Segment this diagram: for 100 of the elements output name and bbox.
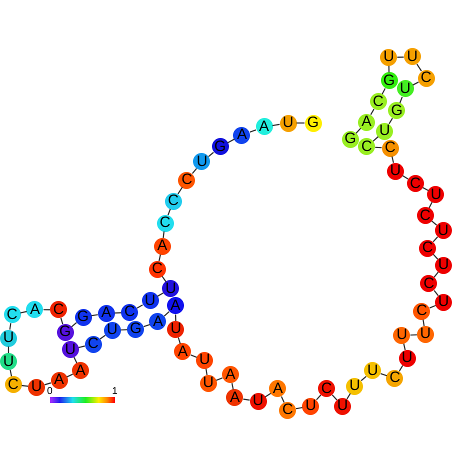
backbone-line [434, 290, 439, 296]
backbone-line [388, 66, 390, 72]
nucleotide-circle: C [50, 301, 67, 318]
nucleotide-circle: C [420, 275, 438, 292]
backbone-line [10, 370, 12, 376]
nucleotide-circle: U [142, 292, 159, 310]
nucleotide-circle: C [156, 214, 174, 232]
nucleotide-circle: A [358, 114, 375, 131]
backbone-line [177, 186, 183, 194]
scale-tick-label: 0 [47, 387, 53, 397]
backbone-line [416, 64, 422, 72]
nucleotide-circle: U [167, 320, 184, 338]
nucleotide-circle: U [62, 341, 79, 358]
nucleotide-circle: C [413, 302, 430, 320]
backbone-line [162, 276, 166, 282]
backbone-line [157, 292, 164, 297]
nucleotide-circle: U [380, 48, 398, 66]
nucleotide-circle: C [406, 175, 424, 192]
nucleotide-circle: U [302, 398, 320, 415]
nucleotide-circle: U [404, 48, 421, 66]
backbone-line [432, 236, 438, 242]
nucleotide-circle: A [269, 380, 286, 398]
nucleotide-circle: A [233, 126, 250, 144]
backbone-line [66, 374, 73, 378]
nucleotide-circle: U [250, 392, 267, 410]
nucleotide-circle: U [0, 330, 17, 346]
nucleotide-circle: G [304, 114, 322, 132]
backbone-line [73, 356, 78, 364]
nucleotide-circle: U [28, 378, 46, 396]
backbone-line [382, 88, 386, 94]
nucleotide-circle: U [200, 374, 217, 392]
nucleotide-circle: A [98, 304, 115, 322]
nucleotide-circle: A [226, 389, 244, 406]
backbone-line [402, 175, 408, 180]
backbone-line [375, 146, 382, 148]
backbone-line [434, 272, 439, 278]
backbone-line [360, 376, 367, 382]
backbone-line [174, 314, 176, 322]
nucleotide-circle: C [279, 402, 296, 419]
nucleotide-circle: A [26, 301, 44, 318]
nucleotide-circle: U [334, 398, 352, 415]
backbone-line [272, 124, 280, 126]
backbone-line [9, 323, 12, 330]
backbone-line [120, 329, 128, 331]
backbone-line [391, 156, 394, 163]
backbone-line [192, 168, 198, 174]
backbone-line [190, 354, 197, 358]
nucleotide-circle: U [193, 153, 210, 170]
nucleotide-circle: U [435, 294, 452, 311]
backbone-line [231, 382, 234, 390]
nucleotide-circle: C [4, 376, 22, 394]
backbone-line [264, 392, 272, 398]
nucleotide-circle: A [149, 313, 166, 330]
nucleotide-circle: A [174, 343, 192, 360]
nucleotide-circle: C [370, 93, 387, 110]
backbone-line [243, 398, 250, 401]
backbone-line [114, 312, 122, 314]
nucleotide-circle: U [280, 114, 296, 132]
backbone-line [136, 304, 143, 309]
nucleotide-circle: G [342, 130, 359, 148]
nucleotide-circle: U [416, 326, 434, 343]
backbone-line [216, 377, 223, 381]
backbone-line [429, 304, 436, 309]
backbone-line [370, 108, 374, 115]
backbone-line [178, 337, 181, 344]
nucleotide-circle: U [398, 350, 416, 367]
backbone-line [397, 56, 404, 58]
backbone-line [428, 202, 433, 208]
nucleotide-circle: U [393, 326, 410, 344]
backbone-line [20, 310, 27, 314]
backbone-line [332, 394, 338, 400]
scale-tick-label: 1 [112, 387, 118, 397]
backbone-line [100, 334, 106, 340]
nucleotide-circle: U [427, 186, 444, 204]
nucleotide-circle: U [396, 80, 414, 98]
nucleotide-circle: C [121, 304, 138, 321]
backbone-line [422, 320, 425, 326]
backbone-line [164, 311, 170, 317]
nucleotide-circle: G [388, 102, 406, 120]
backbone-line [71, 322, 77, 328]
backbone-line [162, 231, 165, 238]
nucleotide-circle: A [72, 362, 89, 380]
nucleotide-circle: U [376, 122, 394, 140]
nucleotide-circle: U [104, 322, 121, 339]
nucleotide-circle: U [0, 353, 17, 370]
nucleotide-circle: C [418, 70, 435, 87]
nucleotide-circle: C [4, 306, 21, 324]
nucleotide-circle: G [56, 324, 74, 341]
nucleotide-circle: C [318, 380, 336, 398]
nucleotide-circle: U [162, 280, 180, 298]
backbone-line [44, 309, 50, 310]
nucleotide-circle: G [380, 72, 398, 90]
backbone-line [158, 254, 162, 262]
backbone-line [403, 344, 406, 350]
nucleotide-circle: G [212, 138, 229, 156]
backbone-line [398, 365, 404, 372]
backbone-line [227, 138, 235, 144]
nucleotide-circle: G [74, 308, 92, 326]
backbone-line [144, 324, 150, 328]
nucleotide-circle: C [416, 207, 434, 224]
